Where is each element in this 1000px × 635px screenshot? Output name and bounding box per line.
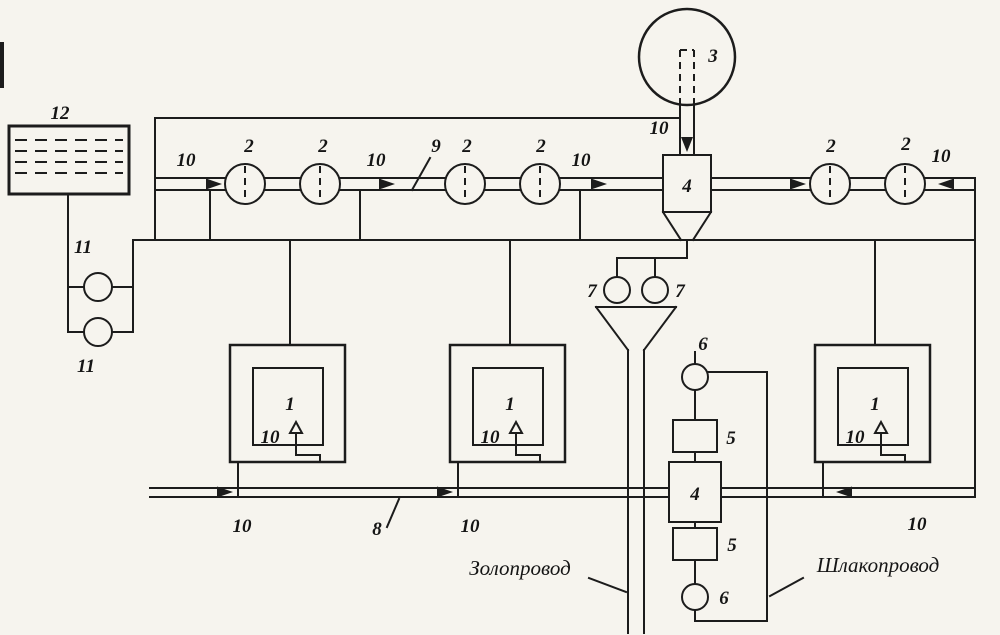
leader-line-ash — [587, 576, 628, 594]
flow-arrow-down — [681, 137, 693, 152]
crusher-box — [668, 461, 722, 523]
flow-arrow-right — [206, 178, 222, 190]
nozzle-feed-line — [880, 432, 906, 463]
flow-arrow-right — [591, 178, 607, 190]
ref-label-2: 2 — [317, 136, 328, 157]
furnace-box — [252, 367, 324, 446]
flow-arrow-right — [437, 486, 453, 498]
ref-label-2: 2 — [825, 136, 836, 157]
smoke-exhauster: 3 10 — [637, 7, 737, 156]
gate-circle-lower — [681, 583, 709, 611]
ref-label-1: 1 — [285, 394, 295, 415]
ref-label-2: 2 — [900, 134, 911, 155]
exhauster-circle — [637, 7, 737, 107]
flow-arrow-right — [790, 178, 806, 190]
ref-label-10: 10 — [233, 516, 253, 537]
ref-label-3: 3 — [707, 46, 718, 67]
ref-label-10: 10 — [572, 150, 592, 171]
ref-label-5: 5 — [726, 428, 736, 449]
ref-label-5: 5 — [727, 535, 737, 556]
flow-arrow-left — [836, 486, 852, 498]
pump-circle-upper — [83, 272, 113, 302]
furnace-box — [472, 367, 544, 446]
ref-label-10: 10 — [908, 514, 928, 535]
ref-label-1: 1 — [505, 394, 515, 415]
scan-artifact — [0, 42, 4, 88]
boiler-3: 1 10 — [813, 343, 932, 498]
ref-label-10: 10 — [481, 427, 501, 448]
pipeline-labels: Золопровод Шлакопровод — [469, 553, 940, 598]
ref-label-10: 10 — [461, 516, 481, 537]
seal-box-upper — [672, 419, 718, 453]
flow-arrow-left — [938, 178, 954, 190]
ref-label-12: 12 — [51, 103, 71, 124]
slag-crusher-assembly: 6 5 4 5 6 — [668, 334, 768, 622]
channel-annotations: 10 10 10 8 — [217, 486, 928, 540]
slag-pipeline-label: Шлакопровод — [816, 553, 940, 577]
ref-label-9: 9 — [431, 136, 441, 157]
ref-label-10: 10 — [261, 427, 281, 448]
ref-label-4: 4 — [681, 176, 692, 197]
nozzle-feed-line — [295, 432, 321, 463]
leader-line-9 — [410, 156, 432, 192]
flow-arrow-right — [379, 178, 395, 190]
furnace-box — [837, 367, 909, 446]
seal-box-lower — [672, 527, 718, 561]
ash-funnel-assembly: 7 7 — [587, 257, 688, 634]
pump-circle-lower — [83, 317, 113, 347]
ref-label-7: 7 — [587, 281, 598, 302]
funnel-valve-circle — [641, 276, 669, 304]
ref-label-11-upper: 11 — [74, 237, 92, 258]
pump-assembly: 11 11 — [67, 193, 134, 377]
boiler-1: 1 10 — [228, 343, 347, 498]
ref-label-4: 4 — [689, 484, 700, 505]
apparatus-box — [662, 154, 712, 213]
nozzle-feed-line — [515, 432, 541, 463]
ash-slag-channel — [149, 487, 976, 498]
ref-label-1: 1 — [870, 394, 880, 415]
leader-line-slag — [768, 576, 805, 598]
ref-label-10: 10 — [650, 118, 670, 139]
ref-label-10: 10 — [367, 150, 387, 171]
ref-label-10: 10 — [846, 427, 866, 448]
ref-label-7: 7 — [675, 281, 686, 302]
ref-label-8: 8 — [372, 519, 382, 540]
leader-line-8 — [385, 497, 401, 529]
ref-label-10: 10 — [177, 150, 197, 171]
flushing-header-valves: 2 2 2 2 2 2 10 10 10 10 9 — [177, 134, 954, 205]
mixing-apparatus: 4 — [661, 154, 713, 259]
boiler-2: 1 10 — [448, 343, 567, 498]
flow-arrow-right — [217, 486, 233, 498]
ref-label-6: 6 — [719, 588, 729, 609]
ref-label-10: 10 — [932, 146, 952, 167]
gate-circle-upper — [681, 363, 709, 391]
ref-label-6: 6 — [698, 334, 708, 355]
ref-label-2: 2 — [461, 136, 472, 157]
ref-label-11-lower: 11 — [77, 356, 95, 377]
ref-label-2: 2 — [535, 136, 546, 157]
funnel-valve-circle — [603, 276, 631, 304]
ash-pipeline-label: Золопровод — [469, 556, 570, 580]
ref-label-2: 2 — [243, 136, 254, 157]
